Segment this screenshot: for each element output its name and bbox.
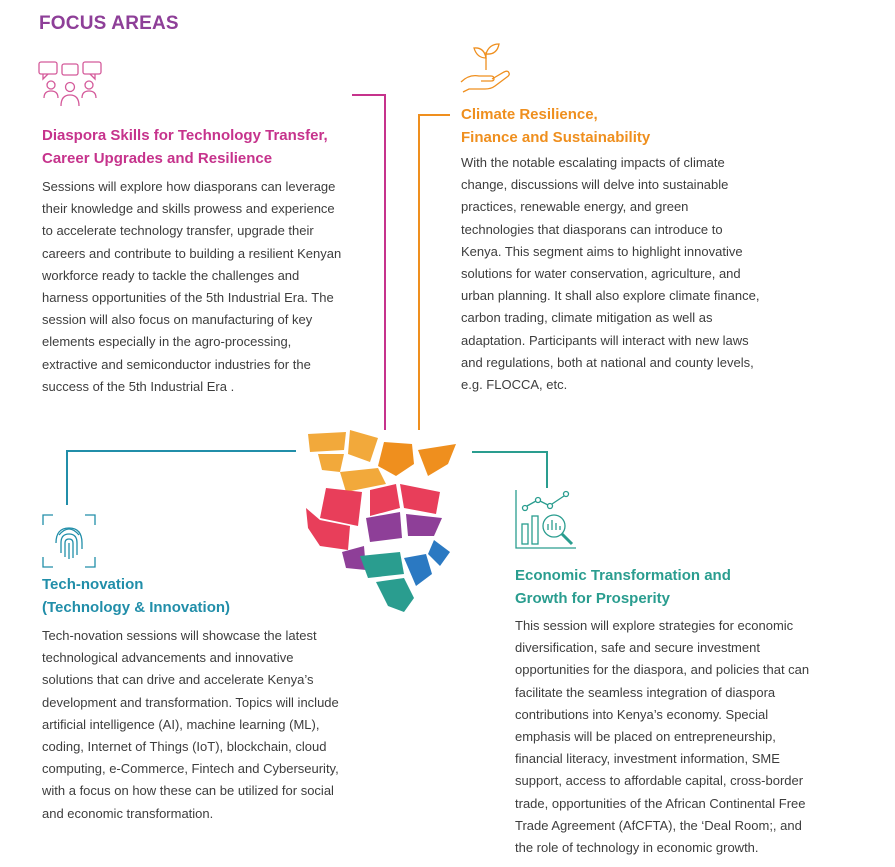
body-line: session will also focus on manufacturing… — [42, 312, 313, 328]
body-line: elements especially in the agro-processi… — [42, 334, 292, 350]
map-region — [378, 442, 414, 476]
body-line: development and transformation. Topics w… — [42, 694, 339, 710]
map-region — [318, 454, 344, 472]
map-region — [340, 468, 386, 492]
chart-magnifier-icon — [515, 490, 576, 549]
body-line: with a focus on how these can be utilize… — [42, 783, 334, 799]
tech-connector — [66, 450, 296, 505]
body-line: success of the 5th Industrial Era . — [42, 378, 235, 394]
body-line: solutions for water conservation, agricu… — [461, 266, 741, 282]
body-line: emphasis will be placed on entrepreneurs… — [515, 729, 776, 745]
map-region — [360, 552, 404, 578]
diaspora-heading: Diaspora Skills for Technology Transfer,… — [42, 125, 328, 170]
diaspora-connector — [352, 94, 386, 430]
body-line: and regulations, both at national and co… — [461, 354, 754, 370]
body-line: solutions that can drive and accelerate … — [42, 672, 314, 688]
body-line: careers and contribute to building a res… — [42, 245, 342, 261]
map-region — [306, 508, 350, 550]
body-line: to accelerate technology transfer, upgra… — [42, 223, 314, 239]
map-region — [400, 484, 440, 514]
body-line: e.g. FLOCCA, etc. — [461, 377, 568, 393]
heading-line: Finance and Sustainability — [461, 128, 651, 146]
body-line: technological advancements and innovativ… — [42, 650, 294, 666]
body-line: change, discussions will delve into sust… — [461, 177, 729, 193]
body-line: coding, Internet of Things (IoT), blockc… — [42, 739, 327, 755]
tech-body: Tech-novation sessions will showcase the… — [42, 625, 339, 825]
climate-heading: Climate Resilience, Finance and Sustaina… — [461, 104, 650, 149]
map-region — [406, 514, 442, 536]
people-chat-icon — [38, 61, 102, 107]
heading-line: Climate Resilience, — [461, 106, 598, 123]
map-region — [428, 540, 450, 566]
body-line: workforce ready to tackle the challenges… — [42, 267, 300, 283]
map-region — [348, 430, 378, 462]
body-line: harness opportunities of the 5th Industr… — [42, 290, 334, 306]
body-line: With the notable escalating impacts of c… — [461, 155, 725, 170]
body-line: This session will explore strategies for… — [515, 618, 794, 633]
body-line: support, access to affordable capital, c… — [515, 773, 804, 789]
fingerprint-scan-icon — [42, 514, 96, 568]
body-line: computing, e-Commerce, Fintech and Cyber… — [42, 761, 339, 777]
body-line: facilitate the seamless integration of d… — [515, 684, 776, 700]
body-line: financial literacy, investment informati… — [515, 751, 780, 767]
body-line: Trade Agreement (AfCFTA), the ‘Deal Room… — [515, 817, 802, 833]
map-region — [404, 554, 432, 586]
body-line: diversification, safe and secure investm… — [515, 640, 760, 656]
heading-line: Growth for Prosperity — [515, 589, 671, 607]
climate-body: With the notable escalating impacts of c… — [461, 152, 759, 396]
climate-connector — [418, 114, 450, 430]
map-region — [366, 512, 402, 542]
hand-sprout-icon — [460, 43, 510, 93]
body-line: their knowledge and skills prowess and e… — [42, 201, 335, 217]
map-region — [320, 488, 362, 526]
body-line: artificial intelligence (AI), machine le… — [42, 716, 320, 732]
body-line: trade, opportunities of the African Cont… — [515, 795, 806, 811]
heading-line: Economic Transformation and — [515, 567, 731, 584]
map-region — [376, 578, 414, 612]
heading-line: Tech-novation — [42, 576, 144, 593]
diaspora-body: Sessions will explore how diasporans can… — [42, 176, 341, 398]
body-line: carbon trading, climate mitigation as we… — [461, 310, 713, 326]
map-region — [370, 484, 400, 516]
body-line: and economic transformation. — [42, 805, 214, 821]
economic-body: This session will explore strategies for… — [515, 615, 809, 859]
kenya-map-illustration — [306, 430, 456, 612]
body-line: contributions into Kenya’s economy. Spec… — [515, 706, 769, 722]
map-region — [308, 432, 346, 452]
body-line: extractive and semiconductor industries … — [42, 356, 311, 372]
economic-heading: Economic Transformation and Growth for P… — [515, 565, 731, 610]
body-line: technologies that diasporans can introdu… — [461, 221, 723, 237]
body-line: practices, renewable energy, and green — [461, 199, 689, 215]
heading-line: Diaspora Skills for Technology Transfer, — [42, 127, 328, 144]
body-line: the role of technology in economic growt… — [515, 840, 759, 856]
body-line: urban planning. It shall also explore cl… — [461, 288, 760, 304]
tech-heading: Tech-novation (Technology & Innovation) — [42, 574, 230, 619]
body-line: Sessions will explore how diasporans can… — [42, 179, 336, 194]
economic-connector — [472, 451, 548, 488]
heading-line: Career Upgrades and Resilience — [42, 149, 273, 167]
map-region — [418, 444, 456, 476]
body-line: adaptation. Participants will interact w… — [461, 332, 749, 348]
body-line: Tech-novation sessions will showcase the… — [42, 628, 317, 643]
page-title: FOCUS AREAS — [39, 13, 179, 34]
heading-line: (Technology & Innovation) — [42, 598, 231, 616]
body-line: Kenya. This segment aims to highlight in… — [461, 243, 743, 259]
body-line: opportunities for the diaspora, and poli… — [515, 662, 810, 678]
map-region — [342, 546, 366, 570]
